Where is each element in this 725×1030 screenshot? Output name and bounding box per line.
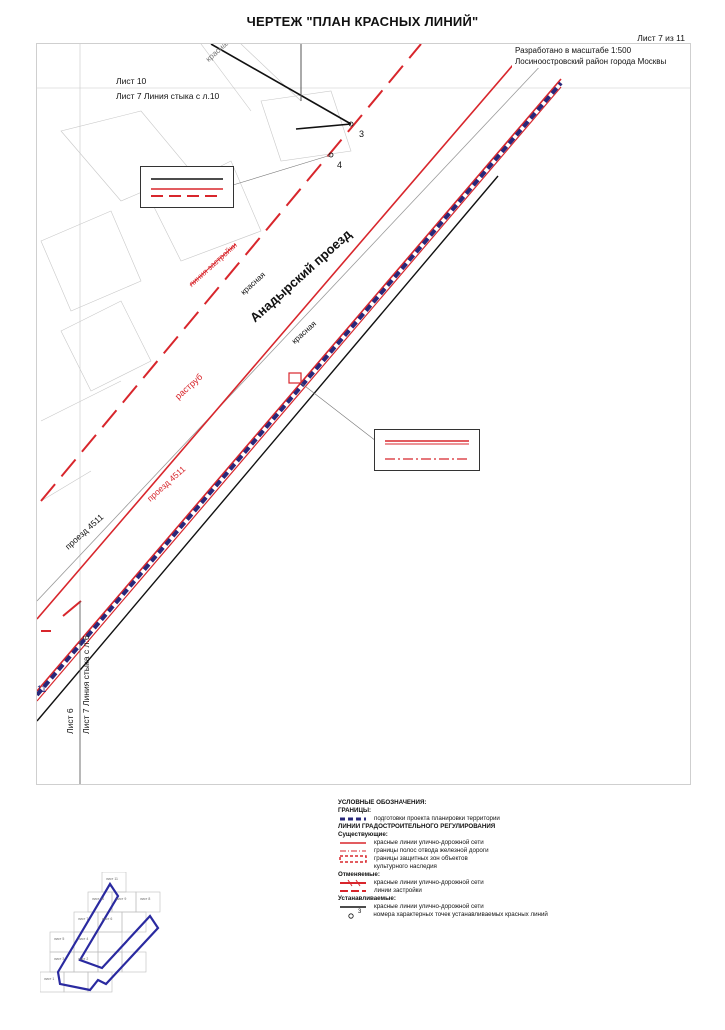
legend-row-established: красные линии улично-дорожной сети [338,903,598,911]
sheet-number: Лист 7 из 11 [637,33,685,43]
label-list7-junction6: Лист 7 Линия стыка с л.6 [81,635,91,734]
red-line-existing-1 [37,44,532,620]
legend-cancelled: Отменяемые: [338,871,380,878]
index-map-canvas: лист 11 лист 10 лист 9 лист 8 лист 7 лис… [39,871,161,993]
planning-boundary-swatch [340,817,366,821]
red-line-established [37,175,499,722]
point-3-label: 3 [359,129,365,139]
junction-lines [210,44,352,130]
legend-row-planning: подготовки проекта планировки территории [338,815,598,823]
edge-label-11: 11 [37,684,47,694]
legend-row-rail: границы полос отвода железной дороги [338,847,598,855]
red-line-swatch [340,842,366,844]
legend-established: Устанавливаемые: [338,895,396,902]
legend: УСЛОВНЫЕ ОБОЗНАЧЕНИЯ: ГРАНИЦЫ: подготовк… [338,799,598,919]
legend-row-red-street: красные линии улично-дорожной сети [338,839,598,847]
index-label-3: лист 3 [54,957,64,961]
rail-swatch [340,850,366,852]
legend-row-heritage: границы защитных зон объектов [338,855,598,863]
scale-info: Разработано в масштабе 1:500 Лосиноостро… [512,44,670,68]
red-line-existing-2 [37,78,562,692]
cancelled-red-swatch [340,879,366,887]
point-4-label: 4 [337,160,343,170]
legend-boundaries: ГРАНИЦЫ: [338,807,372,814]
legend-regulation: ЛИНИИ ГРАДОСТРОИТЕЛЬНОГО РЕГУЛИРОВАНИЯ [338,823,496,830]
index-label-7: лист 7 [78,917,88,921]
index-boundary-path [56,881,160,992]
cancelled-build-swatch [340,890,366,892]
index-label-2: лист 2 [78,957,88,961]
label-list6: Лист 6 [65,708,75,734]
legend-row-cancelled-build: линии застройки [338,887,598,895]
drawing-title: ЧЕРТЕЖ "ПЛАН КРАСНЫХ ЛИНИЙ" [246,14,479,29]
index-label-9: лист 9 [116,897,126,901]
index-label-11: лист 11 [106,877,118,881]
callout-box-lower [374,429,480,471]
index-label-8: лист 8 [140,897,150,901]
index-label-5: лист 5 [54,937,64,941]
index-label-4: лист 4 [78,937,88,941]
legend-heading: УСЛОВНЫЕ ОБОЗНАЧЕНИЯ: [338,799,427,806]
map-frame[interactable]: Лист 10 Лист 7 Линия стыка с л.10 3 4 11… [36,43,691,785]
heritage-swatch [339,855,367,863]
district-line: Лосиноостровский район города Москвы [515,57,667,66]
legend-row-points: 3 номера характерных точек устанавливаем… [338,909,598,919]
red-line-existing-3 [37,86,562,702]
sheet-index-map: лист 11 лист 10 лист 9 лист 8 лист 7 лис… [39,871,170,1002]
established-swatch [340,906,366,908]
index-label-6: лист 6 [102,917,112,921]
background-grid [37,44,690,784]
legend-existing: Существующие: [338,831,388,838]
planning-boundary [37,81,563,697]
legend-row-heritage-2: культурного наследия [374,863,437,870]
point-marker-icon [348,913,354,919]
building-line-cancelled [40,44,422,502]
callout-box-upper [140,166,234,208]
map-canvas [37,44,690,784]
label-list7-junction10: Лист 7 Линия стыка с л.10 [116,91,220,101]
index-label-10: лист 10 [92,897,104,901]
label-list10: Лист 10 [116,76,147,86]
legend-row-cancelled-red: красные линии улично-дорожной сети [338,879,598,887]
index-label-1: лист 1 [44,977,54,981]
scale-line: Разработано в масштабе 1:500 [515,46,632,55]
